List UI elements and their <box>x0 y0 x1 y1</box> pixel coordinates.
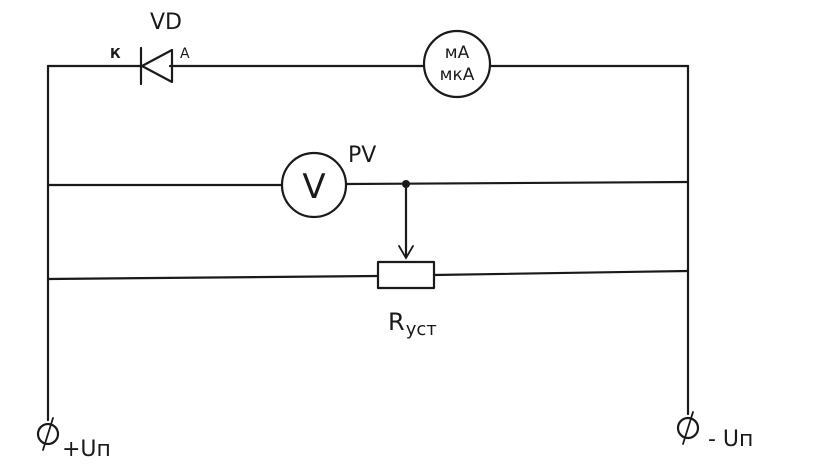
ammeter: мА мкА <box>422 29 492 99</box>
voltmeter-designator: PV <box>348 143 376 168</box>
terminal-negative-circle <box>676 416 700 440</box>
voltmeter-symbol: V <box>302 167 325 207</box>
voltmeter: V <box>280 151 348 219</box>
resistor-body <box>376 260 436 290</box>
resistor-letter: R <box>388 308 405 336</box>
resistor-subscript: уст <box>406 319 437 340</box>
diode-triangle <box>140 48 174 84</box>
voltmeter-circle <box>280 151 348 219</box>
terminal-negative <box>676 411 700 445</box>
diode-designator: VD <box>150 10 182 35</box>
terminal-negative-slash <box>682 411 694 445</box>
resistor-branch-wire-left <box>46 274 380 281</box>
diode-cathode-label: К <box>110 47 121 62</box>
diode-anode-label: А <box>180 46 190 62</box>
terminal-positive <box>36 417 60 451</box>
wiper-arrowhead <box>398 245 414 260</box>
ammeter-label-top: мА <box>445 43 470 63</box>
terminal-positive-slash <box>42 417 54 451</box>
terminal-negative-label: - Uп <box>708 427 753 452</box>
voltmeter-branch-wire-right <box>344 180 690 186</box>
diode-vd <box>139 46 174 86</box>
resistor-branch-wire-right <box>432 269 690 277</box>
resistor-designator: Rуст <box>388 308 437 340</box>
terminal-positive-label: +Uп <box>62 437 111 462</box>
ammeter-circle <box>422 29 492 99</box>
terminal-positive-circle <box>36 422 60 446</box>
ammeter-label-bottom: мкА <box>440 65 475 85</box>
